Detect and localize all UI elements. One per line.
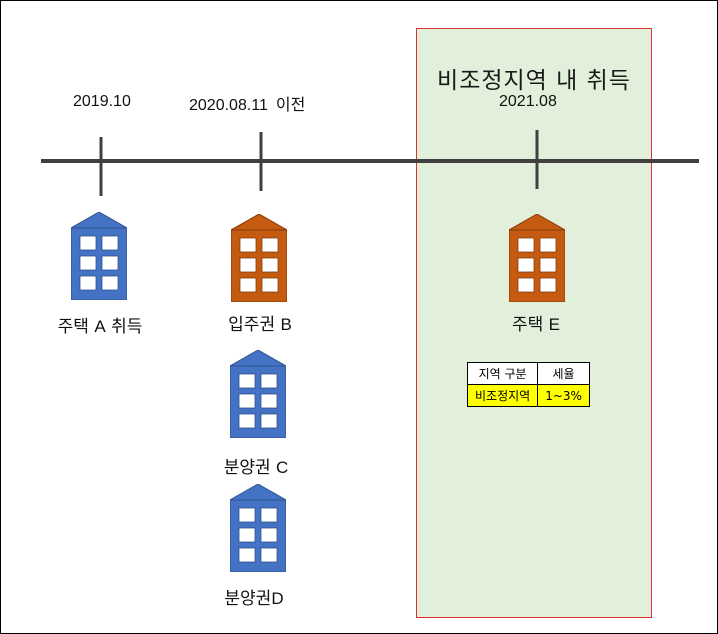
house-name: 분양권	[224, 589, 272, 609]
date-label-2020: 2020.08.11 이전	[189, 91, 305, 115]
house-letter: A	[94, 317, 106, 336]
building-a-icon	[71, 212, 127, 300]
house-letter: C	[276, 458, 289, 477]
house-c-label: 분양권 C	[224, 453, 289, 478]
date-text: 2019.10	[73, 93, 131, 110]
tax-rate-cell: 1~3%	[537, 384, 590, 407]
house-name: 주택	[57, 317, 89, 337]
region-title: 비조정지역 내 취득	[437, 68, 631, 94]
date-label-2019: 2019.10	[73, 93, 131, 111]
tax-rate-header: 세율	[537, 362, 590, 385]
house-a-label: 주택 A 취득	[58, 312, 143, 337]
non-regulated-area-region: 비조정지역 내 취득	[416, 28, 652, 618]
house-b-label: 입주권 B	[228, 310, 292, 335]
date-label-2021: 2021.08	[499, 93, 557, 111]
house-letter: B	[280, 315, 292, 334]
house-suffix: 취득	[111, 317, 143, 337]
region-type-header: 지역 구분	[466, 362, 539, 385]
date-note: 이전	[275, 95, 306, 114]
house-e-label: 주택 E	[512, 310, 560, 335]
building-d-icon	[230, 484, 286, 572]
building-e-icon	[509, 214, 565, 302]
house-name: 주택	[511, 315, 544, 335]
house-name: 입주권	[228, 315, 276, 335]
house-name: 분양권	[223, 458, 271, 478]
tax-table-header-row: 지역 구분 세율	[466, 362, 590, 385]
tax-rate-table: 지역 구분 세율 비조정지역 1~3%	[466, 362, 590, 407]
tax-table-row: 비조정지역 1~3%	[466, 384, 590, 407]
building-c-icon	[230, 350, 286, 438]
building-b-icon	[231, 214, 287, 302]
region-type-cell: 비조정지역	[466, 384, 539, 407]
house-d-label: 분양권D	[224, 584, 283, 609]
house-letter: D	[271, 589, 284, 608]
house-letter: E	[548, 315, 561, 334]
date-text: 2021.08	[499, 93, 557, 110]
date-text: 2020.08.11	[189, 97, 268, 114]
